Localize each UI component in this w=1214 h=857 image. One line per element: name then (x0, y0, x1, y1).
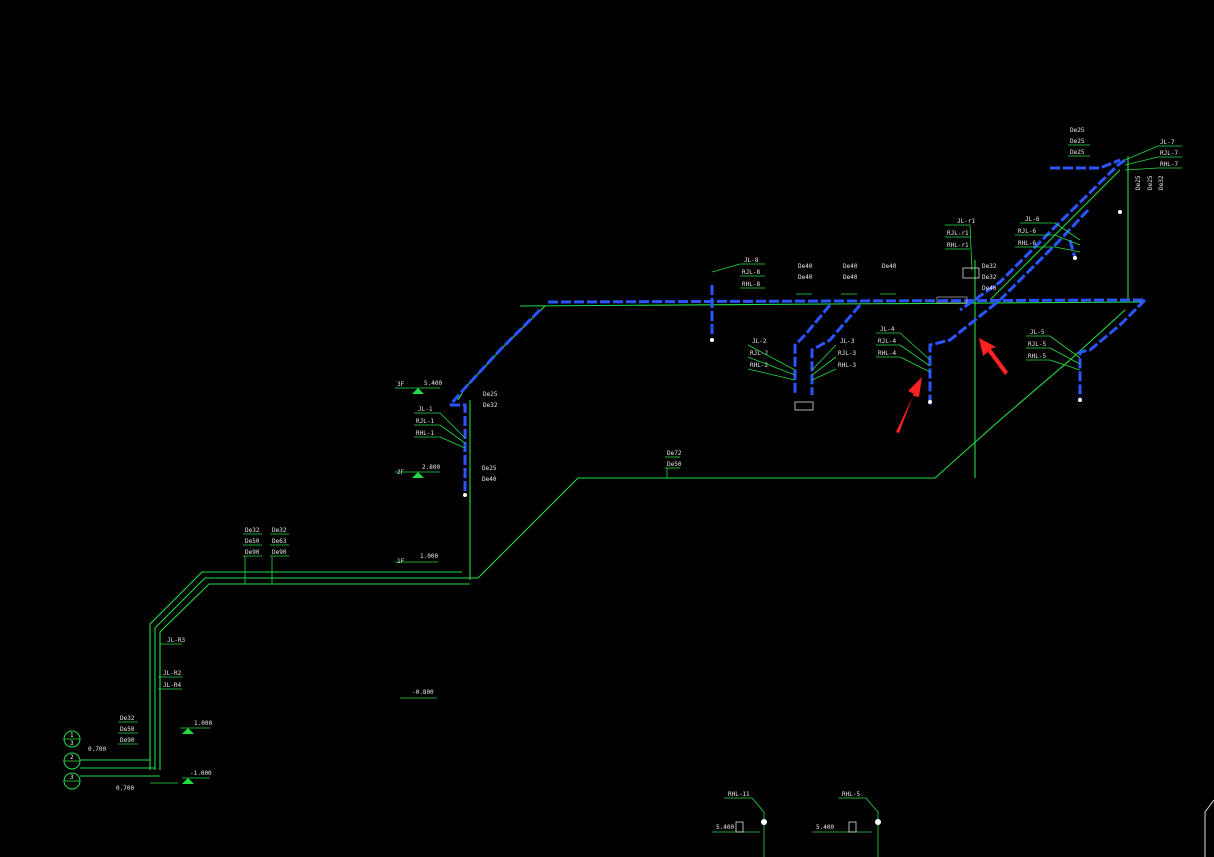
label-de25-c: De25 (483, 391, 498, 398)
label-rjl7: RJL-7 (1160, 150, 1178, 157)
elevation-2800: 2.800 (422, 464, 440, 471)
label-rjl8: RJL-8 (742, 269, 760, 276)
label-de63: De63 (272, 538, 287, 545)
elevation-5400-a: 5.400 (424, 380, 442, 387)
label-de25-2: De25 (1070, 138, 1085, 145)
label-de40-e: De40 (843, 274, 858, 281)
label-rhl6: RHL-6 (1018, 240, 1036, 247)
label-de25-a: De25 (1135, 175, 1142, 190)
bottom-riser-1 (761, 819, 767, 825)
label-rhl4: RHL-4 (878, 350, 896, 357)
label-de25-d: De25 (482, 465, 497, 472)
label-rhl3: RHL-3 (838, 362, 856, 369)
label-rjl1: RJL-1 (416, 418, 434, 425)
label-de90-a: De90 (245, 549, 260, 556)
label-de72: De72 (667, 450, 682, 457)
label-jlr2: JL-R2 (163, 670, 181, 677)
elevation-neg: -0.800 (412, 689, 434, 696)
label-rjlr1: RJL-r1 (947, 230, 969, 237)
label-de32-g: De32 (120, 715, 135, 722)
label-floor-1f: 1F (397, 558, 405, 565)
label-rjl3: RJL-3 (838, 350, 856, 357)
label-jl3: JL-3 (840, 338, 855, 345)
label-jl8: JL-8 (744, 257, 759, 264)
cold-water-pipes (80, 156, 1146, 777)
label-rjl5: RJL-5 (1028, 341, 1046, 348)
label-rhl5: RHL-5 (1028, 353, 1046, 360)
label-de50-b: De50 (245, 538, 260, 545)
label-de32-a: De32 (1158, 175, 1165, 190)
label-jl2: JL-2 (752, 338, 767, 345)
elevation-5400-b: 5.400 (716, 824, 734, 831)
label-de32-e: De32 (245, 527, 260, 534)
label-rhl8: RHL-8 (742, 281, 760, 288)
label-de32-b: De32 (982, 263, 997, 270)
label-jlr4: JL-R4 (163, 682, 181, 689)
hot-water-pipes (448, 158, 1147, 495)
elevation-5400-c: 5.400 (816, 824, 834, 831)
entrance-node-3-label: 3 (70, 774, 74, 781)
label-rjl6: RJL-6 (1018, 228, 1036, 235)
elevation-1000-b: 1.000 (194, 720, 212, 727)
label-rhl7: RHL-7 (1160, 161, 1178, 168)
elevation-n1000: -1.000 (190, 770, 212, 777)
entrance-node-2-label: 2 (70, 754, 74, 761)
red-arrow-right (979, 338, 1008, 375)
label-de32-c: De32 (982, 274, 997, 281)
label-floor-3f: 3F (397, 381, 405, 388)
label-de50-c: De50 (120, 726, 135, 733)
label-rhlr1: RHL-r1 (947, 242, 969, 249)
label-de50-a: De50 (667, 461, 682, 468)
label-rjl4: RJL-4 (878, 338, 896, 345)
elevation-0700-b: 0.700 (116, 785, 134, 792)
label-de40-b: De40 (798, 263, 813, 270)
label-jlr1: JL-r1 (957, 218, 975, 225)
label-rjl2: RJL-2 (750, 350, 768, 357)
label-jlr3: JL-R3 (167, 637, 185, 644)
entrance-node-1-sub: 3 (70, 740, 74, 747)
annotations: De25 De25 De25 JL-7 RJL-7 RHL-7 De25 De2… (63, 127, 1214, 857)
red-callout-arrows (896, 338, 1008, 433)
label-de25-3: De25 (1070, 149, 1085, 156)
label-de90-c: De90 (120, 737, 135, 744)
label-floor-2f: 2F (397, 469, 405, 476)
label-jl7: JL-7 (1160, 139, 1175, 146)
label-de32-f: De32 (272, 527, 287, 534)
label-jl5: JL-5 (1030, 329, 1045, 336)
label-bottom-rhl11: RHL-11 (728, 791, 750, 798)
elevation-0700-a: 0.700 (88, 746, 106, 753)
label-jl4: JL-4 (880, 326, 895, 333)
bottom-riser-2 (875, 819, 881, 825)
red-arrow-left (896, 377, 922, 433)
label-rhl1: RHL-1 (416, 430, 434, 437)
entrance-node-1-label: 1 (70, 732, 74, 739)
label-de25-1: De25 (1070, 127, 1085, 134)
label-de32-d: De32 (483, 402, 498, 409)
label-de40-a: De40 (982, 285, 997, 292)
label-de40-c: De40 (798, 274, 813, 281)
label-de90-b: De90 (272, 549, 287, 556)
label-de40-g: De40 (482, 476, 497, 483)
label-jl6: JL-6 (1025, 216, 1040, 223)
label-de40-d: De40 (843, 263, 858, 270)
label-bottom-rhl5: RHL-5 (842, 791, 860, 798)
fitting-markers (463, 210, 1122, 497)
label-de25-b: De25 (1147, 175, 1154, 190)
elevation-1000: 1.000 (420, 553, 438, 560)
label-jl1: JL-1 (418, 406, 433, 413)
label-de40-f: De40 (882, 263, 897, 270)
label-rhl2: RHL-2 (750, 362, 768, 369)
